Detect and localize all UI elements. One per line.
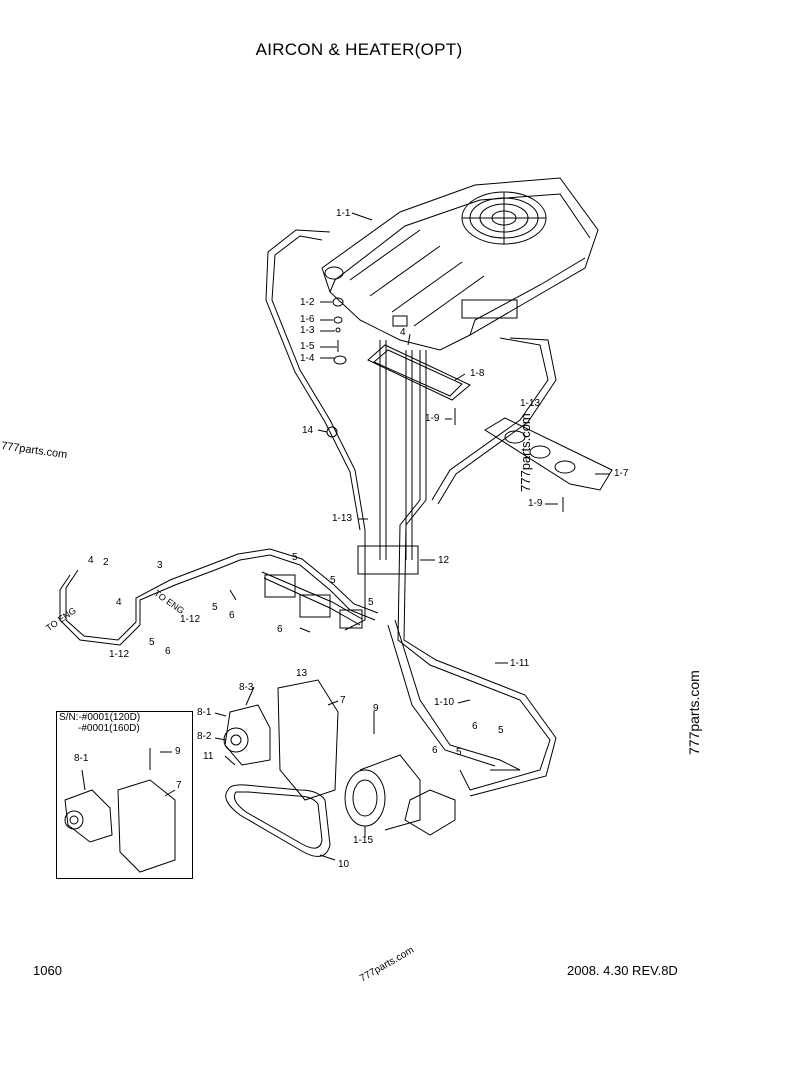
- inset-serial-line-1: S/N:-#0001(120D): [59, 712, 141, 723]
- page-title: AIRCON & HEATER(OPT): [255, 40, 463, 59]
- callout-1-5: 1-5: [300, 341, 315, 352]
- callout-1-2: 1-2: [300, 297, 315, 308]
- callout-3: 3: [157, 560, 163, 571]
- callout-4-left: 4: [88, 555, 94, 566]
- callout-1-9-upper: 1-9: [425, 413, 440, 424]
- callout-9-main: 9: [373, 703, 379, 714]
- callout-1-15: 1-15: [353, 835, 374, 846]
- duct-parts: [367, 344, 613, 491]
- callout-1-13-lower: 1-13: [332, 513, 353, 524]
- callout-5-b: 5: [330, 575, 336, 586]
- callout-1-3: 1-3: [300, 325, 315, 336]
- callout-11: 11: [203, 751, 214, 762]
- callout-10: 10: [338, 859, 350, 870]
- callout-1-4: 1-4: [300, 353, 315, 364]
- callout-6-b: 6: [165, 646, 171, 657]
- revision-date: 2008. 4.30 REV.8D: [567, 963, 678, 978]
- callout-1-10: 1-10: [434, 697, 455, 708]
- callout-1-1: 1-1: [336, 208, 351, 219]
- callout-8-1-inset: 8-1: [74, 753, 89, 764]
- callout-7-inset: 7: [176, 780, 182, 791]
- callout-14: 14: [302, 425, 314, 436]
- callout-7-main: 7: [340, 695, 346, 706]
- callout-1-8: 1-8: [470, 368, 485, 379]
- callout-5-e: 5: [149, 637, 155, 648]
- callout-6-d: 6: [472, 721, 478, 732]
- leader-lines: [81, 212, 610, 861]
- callout-5-g: 5: [498, 725, 504, 736]
- callout-2: 2: [103, 557, 109, 568]
- callout-6-e: 6: [432, 745, 438, 756]
- callout-6-a: 6: [229, 610, 235, 621]
- callout-1-12-right: 1-12: [180, 614, 201, 625]
- fasteners: [229, 297, 564, 633]
- compressor-assembly: [223, 679, 520, 857]
- callout-1-9-lower: 1-9: [528, 498, 543, 509]
- callout-8-1: 8-1: [197, 707, 212, 718]
- pipe-lines: [265, 229, 557, 797]
- callout-12: 12: [438, 555, 450, 566]
- callout-13: 13: [296, 668, 308, 679]
- inset-serial-line-2: -#0001(160D): [78, 723, 140, 734]
- watermark-center: 777parts.com: [518, 413, 533, 492]
- callout-1-7: 1-7: [614, 468, 629, 479]
- aircon-unit: [321, 177, 599, 351]
- callout-1-11: 1-11: [510, 658, 530, 669]
- callout-1-6: 1-6: [300, 314, 315, 325]
- callout-1-13-upper: 1-13: [520, 398, 541, 409]
- callout-5-d: 5: [212, 602, 218, 613]
- callout-5-a: 5: [292, 552, 298, 563]
- callout-6-c: 6: [277, 624, 283, 635]
- heater-hoses: [59, 548, 379, 646]
- inset-drawing: [64, 748, 176, 873]
- page-number: 1060: [33, 963, 62, 978]
- callout-8-2: 8-2: [197, 731, 212, 742]
- callout-9-inset: 9: [175, 746, 181, 757]
- callout-8-3: 8-3: [239, 682, 254, 693]
- callout-5-c: 5: [368, 597, 374, 608]
- callout-4-mid: 4: [116, 597, 122, 608]
- watermark-right: 777parts.com: [686, 670, 702, 755]
- callout-5-f: 5: [456, 747, 462, 758]
- callout-4-top: 4: [400, 327, 406, 338]
- callout-1-12-left: 1-12: [109, 649, 130, 660]
- serial-number-inset: [56, 711, 193, 879]
